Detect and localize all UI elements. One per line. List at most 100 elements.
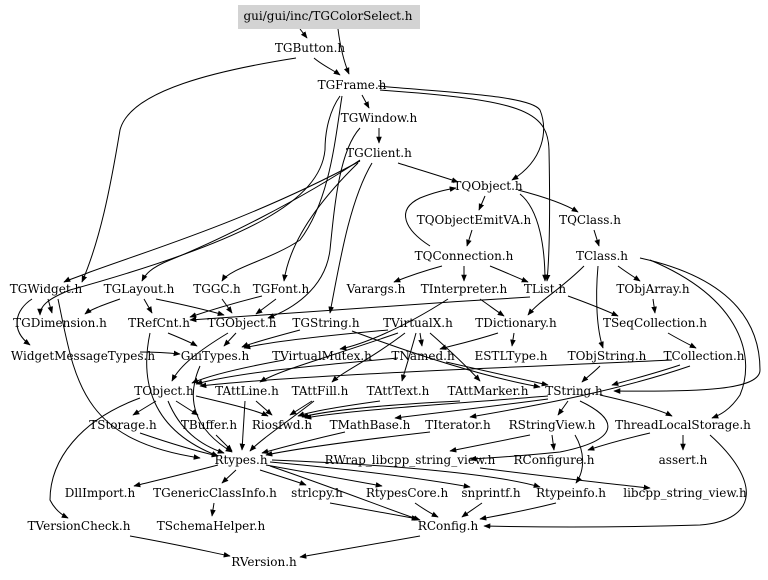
node-libcpp[interactable]: libcpp_string_view.h	[623, 486, 747, 500]
node-tclass[interactable]: TClass.h	[575, 249, 629, 263]
node-root[interactable]: gui/gui/inc/TGColorSelect.h	[243, 9, 413, 23]
node-tseqcollection[interactable]: TSeqCollection.h	[602, 316, 708, 330]
edge-tqobject-tlist	[519, 193, 548, 282]
node-rtypes[interactable]: Rtypes.h	[214, 453, 268, 467]
node-threadlocalstorage[interactable]: ThreadLocalStorage.h	[615, 418, 751, 432]
node-tqobject[interactable]: TQObject.h	[453, 179, 523, 193]
node-tlist[interactable]: TList.h	[523, 282, 567, 296]
edge-root-tgframe	[337, 28, 350, 75]
node-rtypeinfo[interactable]: Rtypeinfo.h	[536, 486, 606, 500]
edge-tstorage-rtypes	[139, 432, 219, 458]
node-tattline[interactable]: TAttLine.h	[215, 384, 279, 398]
edge-strlcpy-rconfig	[329, 502, 419, 521]
node-tgframe[interactable]: TGFrame.h	[317, 78, 387, 92]
node-guitypes[interactable]: GuiTypes.h	[180, 349, 250, 363]
edge-tstring-riosfwd	[304, 395, 549, 420]
edge-tqobject-tqclass	[517, 189, 579, 213]
edge-tgenericclassinfo-tschemahelper	[210, 502, 216, 517]
edge-tgframe-tgwindow	[361, 94, 370, 109]
edge-rtypes-snprintf	[269, 461, 471, 489]
edge-tattline-rtypes	[239, 400, 246, 451]
node-tattfill[interactable]: TAttFill.h	[291, 384, 349, 398]
edge-rtypes-rtypeinfo	[271, 459, 541, 488]
node-tvirtualmutex[interactable]: TVirtualMutex.h	[272, 349, 372, 363]
edge-tgbutton-tgframe	[313, 57, 341, 76]
edge-tqobjectemitva-tqconnection	[466, 229, 473, 247]
node-rconfigure[interactable]: RConfigure.h	[513, 453, 595, 467]
edge-tinterpreter-tdictionary	[479, 298, 505, 317]
node-tgwidget[interactable]: TGWidget.h	[9, 282, 83, 296]
node-tinterpreter[interactable]: TInterpreter.h	[420, 282, 508, 296]
node-tnamed[interactable]: TNamed.h	[391, 349, 455, 363]
node-tgclient[interactable]: TGClient.h	[346, 146, 412, 160]
edge-rconfig-rversion	[299, 535, 421, 559]
node-tattmarker[interactable]: TAttMarker.h	[447, 384, 529, 398]
node-tgobject[interactable]: TGObject.h	[207, 316, 277, 330]
node-rconfig[interactable]: RConfig.h	[417, 519, 479, 533]
node-tversioncheck[interactable]: TVersionCheck.h	[27, 519, 131, 533]
node-tqclass[interactable]: TQClass.h	[559, 213, 621, 227]
node-tschemahelper[interactable]: TSchemaHelper.h	[156, 519, 266, 533]
node-tdictionary[interactable]: TDictionary.h	[475, 316, 557, 330]
node-tgwindow[interactable]: TGWindow.h	[340, 111, 418, 125]
edge-trefcnt-rtypes	[146, 332, 219, 457]
edge-tvirtualx-tattfill	[331, 332, 406, 383]
node-rversion[interactable]: RVersion.h	[231, 555, 297, 569]
edge-tnamed-tstring	[445, 361, 549, 387]
node-tobjstring[interactable]: TObjString.h	[567, 349, 647, 363]
node-tobject[interactable]: TObject.h	[134, 384, 194, 398]
node-snprintf[interactable]: snprintf.h	[461, 486, 521, 500]
node-tgfont[interactable]: TGFont.h	[252, 282, 310, 296]
edge-tgframe-tlist	[379, 89, 551, 282]
edge-tgfont-trefcnt	[189, 295, 263, 318]
edge-tvirtualx-guitypes	[243, 329, 389, 350]
node-tmathbase[interactable]: TMathBase.h	[329, 418, 411, 432]
edge-tstring-rwrap	[469, 400, 609, 462]
node-strlcpy[interactable]: strlcpy.h	[291, 486, 343, 500]
node-tstring[interactable]: TString.h	[545, 384, 603, 398]
node-trefcnt[interactable]: TRefCnt.h	[128, 316, 190, 330]
edge-tgframe-tqobject	[377, 85, 545, 181]
node-tobjarray[interactable]: TObjArray.h	[616, 282, 690, 296]
node-rwrap[interactable]: RWrap_libcpp_string_view.h	[324, 453, 496, 467]
edge-tglayout-tgdimension	[84, 298, 121, 315]
node-varargs[interactable]: Varargs.h	[346, 282, 406, 296]
edge-tgclient-tgfont	[282, 162, 359, 282]
edge-tdictionary-tnamed	[439, 332, 499, 350]
node-tggc[interactable]: TGGC.h	[193, 282, 241, 296]
edge-tgfont-tgobject	[255, 298, 277, 315]
edge-rtypes-rconfig	[269, 465, 421, 521]
node-riosfwd[interactable]: Riosfwd.h	[251, 418, 313, 432]
edge-tlist-trefcnt	[189, 296, 531, 323]
edge-tgclient-tglayout	[141, 159, 361, 282]
edge-tqclass-tclass	[593, 229, 600, 247]
edge-tgobject-guitypes	[223, 332, 237, 347]
node-tglayout[interactable]: TGLayout.h	[103, 282, 175, 296]
node-tgstring[interactable]: TGString.h	[292, 316, 360, 330]
node-rtypescore[interactable]: RtypesCore.h	[365, 486, 449, 500]
node-rstringview[interactable]: RStringView.h	[508, 418, 596, 432]
node-tgenericclassinfo[interactable]: TGenericClassInfo.h	[153, 486, 277, 500]
node-tgdimension[interactable]: TGDimension.h	[13, 316, 107, 330]
node-assert[interactable]: assert.h	[658, 453, 708, 467]
node-tgbutton[interactable]: TGButton.h	[274, 41, 346, 55]
node-estltype[interactable]: ESTLType.h	[474, 349, 548, 363]
edge-tcollection-tstring	[611, 364, 681, 386]
node-dllimport[interactable]: DllImport.h	[64, 486, 136, 500]
node-tvirtualx[interactable]: TVirtualX.h	[383, 316, 453, 330]
node-tstorage[interactable]: TStorage.h	[89, 418, 157, 432]
edge-tobject-rtypes	[167, 400, 225, 454]
node-tcollection[interactable]: TCollection.h	[663, 349, 745, 363]
node-tqconnection[interactable]: TQConnection.h	[414, 249, 514, 263]
node-tatttext[interactable]: TAttText.h	[366, 384, 430, 398]
node-titerator[interactable]: TIterator.h	[425, 418, 491, 432]
node-widgetmessagetypes[interactable]: WidgetMessageTypes.h	[10, 349, 156, 363]
edge-tattfill-riosfwd	[289, 400, 313, 416]
node-tqobjectemitva[interactable]: TQObjectEmitVA.h	[416, 213, 532, 227]
node-tbuffer[interactable]: TBuffer.h	[180, 418, 238, 432]
edge-trefcnt-guitypes	[167, 332, 198, 347]
edge-tvirtualx-tnamed	[418, 332, 424, 347]
edge-tgwidget-tgdimension	[47, 298, 53, 314]
edge-tgframe-tggc	[221, 95, 343, 282]
